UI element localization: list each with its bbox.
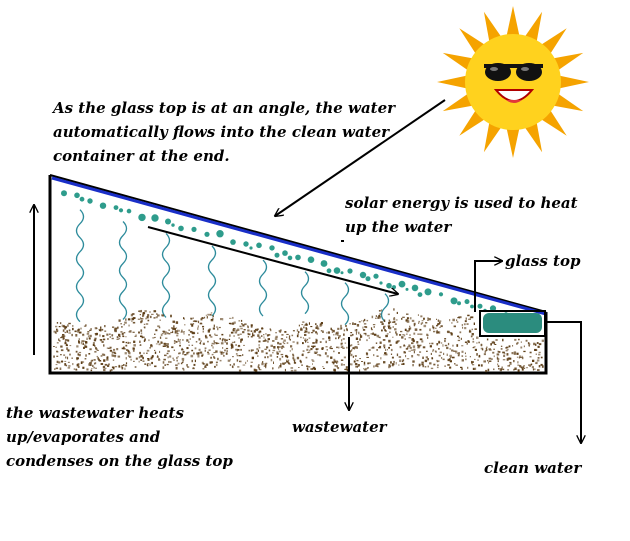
angle-note: As the glass top is at an angle, the wat… [53, 96, 395, 168]
evaporation-note-line: condenses on the glass top [6, 452, 233, 470]
droplet [340, 271, 344, 275]
evaporation-note-line: up/evaporates and [6, 428, 161, 446]
annotation-arrows [34, 99, 581, 443]
angle-note-line: automatically flows into the clean water [53, 123, 390, 141]
sun-with-sunglasses-icon [437, 6, 589, 158]
sunglasses [484, 63, 543, 81]
droplet [269, 245, 275, 251]
clean-water [483, 313, 542, 333]
droplet [87, 198, 93, 204]
droplet [365, 276, 371, 282]
droplet [126, 208, 132, 214]
wastewater-label: wastewater [292, 418, 387, 436]
droplet [464, 299, 470, 305]
droplet [165, 218, 171, 225]
droplet [79, 196, 85, 202]
droplet [457, 301, 461, 306]
droplet [438, 292, 444, 297]
droplet [256, 242, 262, 249]
vapour-wave [300, 271, 310, 315]
glass-top-frame [49, 174, 547, 313]
droplet [113, 205, 119, 211]
solar-energy-line: solar energy is used to heat [345, 194, 578, 212]
droplet [398, 280, 406, 288]
droplet [307, 256, 315, 264]
droplet [151, 214, 159, 222]
sun-ray [437, 75, 470, 89]
droplet [347, 268, 353, 274]
evaporation-note-line: the wastewater heats [6, 404, 184, 422]
droplet [178, 225, 184, 232]
droplet [326, 268, 332, 274]
droplet [386, 282, 392, 289]
droplet [450, 297, 458, 305]
droplet [74, 192, 80, 199]
sun-ray [506, 6, 520, 39]
vapour-wave [161, 232, 171, 318]
droplet [171, 223, 175, 227]
droplet [373, 273, 379, 279]
solar-energy-line: up the water [345, 218, 452, 236]
still-container-walls [48, 175, 548, 375]
vapour-wave [340, 282, 350, 326]
droplet [411, 284, 419, 292]
angle-note-line: container at the end. [53, 147, 230, 165]
droplet [424, 288, 432, 296]
droplet [379, 281, 383, 285]
sun-to-glass-arrow [275, 99, 446, 216]
droplet [320, 260, 328, 267]
glass-top-label: glass top [505, 252, 581, 270]
droplet [287, 255, 293, 261]
droplet [274, 252, 280, 258]
droplet [405, 287, 409, 291]
clean-water-pointer [545, 321, 581, 443]
droplet [282, 250, 288, 256]
vapour-wave [207, 245, 217, 317]
droplet [249, 246, 253, 250]
sun-ray [506, 125, 520, 158]
droplet [392, 285, 396, 290]
wastewater-sediment [53, 308, 544, 373]
droplet [216, 230, 224, 238]
droplet [243, 241, 249, 247]
solar-energy-label: solar energy is used to heat up the wate… [345, 191, 578, 239]
sun-ray [556, 75, 589, 89]
clean-water-container [479, 310, 546, 337]
droplet [230, 239, 236, 245]
droplet [477, 303, 483, 309]
droplet [99, 202, 107, 209]
vapour-wave [75, 209, 85, 323]
sun-body [465, 34, 561, 130]
droplet [295, 254, 301, 261]
droplet [333, 267, 341, 274]
droplet [61, 190, 67, 197]
clean-water-label: clean water [484, 459, 582, 477]
droplet [118, 208, 124, 213]
droplet [191, 226, 197, 232]
evaporation-note: the wastewater heats up/evaporates and c… [6, 401, 233, 473]
droplet [417, 292, 423, 297]
droplet [470, 304, 474, 309]
droplet [138, 213, 146, 222]
angle-note-line: As the glass top is at an angle, the wat… [53, 99, 396, 117]
droplet [359, 271, 367, 279]
vapour-wave [118, 221, 128, 320]
vapour-wave [380, 293, 390, 323]
solar-still [48, 174, 548, 375]
droplet [204, 231, 210, 237]
glass-top [51, 176, 547, 316]
vapour-wave [258, 259, 268, 317]
water-vapour-waves [75, 209, 390, 326]
flow-direction-arrow [147, 226, 398, 294]
glass-top-pointer [474, 261, 502, 312]
droplet [489, 305, 497, 312]
